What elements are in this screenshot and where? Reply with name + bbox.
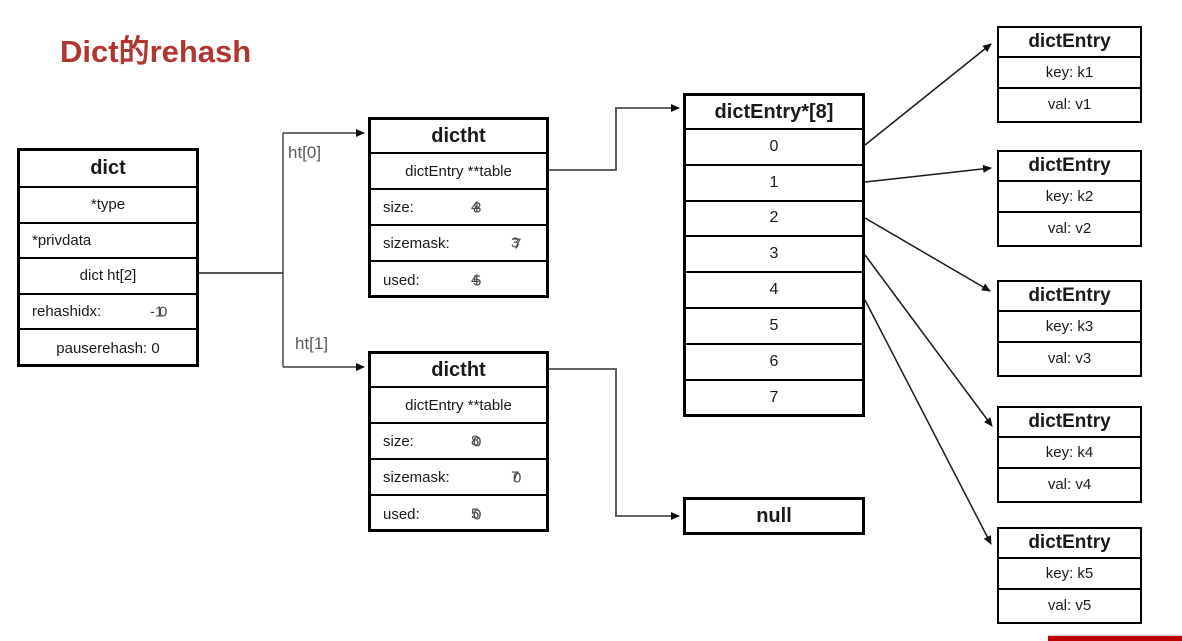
dict-row-pauserehash: pauserehash: 0 [56, 339, 160, 357]
dictht0-row-size: size: 4 8 [371, 190, 546, 226]
slot2-to-entry3-arrow [864, 217, 991, 292]
bucket-slot-1: 1 [686, 166, 862, 202]
bucket-array-header: dictEntry*[8] [686, 96, 862, 130]
size-old-value: 4 [471, 198, 480, 216]
bucket-slot-7: 7 [769, 389, 779, 407]
size-value-overlap: 4 8 [471, 198, 482, 217]
slot4-to-entry5-arrow [864, 299, 992, 545]
sizemask-old-value: 3 [511, 234, 520, 252]
dictht1-row-used: used: 5 0 [371, 496, 546, 532]
bucket-slot-5: 5 [686, 309, 862, 345]
dictentry-key: key: k4 [999, 438, 1140, 469]
used-label: used: [383, 505, 420, 523]
sizemask-new-value: 7 [513, 235, 522, 253]
bucket-slot-0: 0 [686, 130, 862, 166]
dictht0-row-sizemask: sizemask: 3 7 [371, 226, 546, 262]
dictht1-box: dictht dictEntry **table size: 8 0 sizem… [368, 351, 549, 532]
null-box: null [683, 497, 865, 535]
size-new-value: 8 [473, 199, 482, 217]
dictentry-box-4: dictEntry key: k4 val: v4 [997, 406, 1142, 503]
dictentry-key: key: k3 [999, 312, 1140, 343]
dict-row-type: *type [20, 188, 196, 224]
table0-to-array-arrow [549, 104, 680, 171]
dictht1-row-table: dictEntry **table [371, 388, 546, 424]
dictentry-val: val: v4 [1047, 476, 1092, 493]
used-old-value: 4 [471, 271, 480, 289]
slot3-to-entry4-arrow [864, 254, 993, 427]
size-old-value: 8 [471, 432, 480, 450]
rehashidx-value-overlap: -1 0 [150, 303, 167, 321]
used-new-value: 5 [473, 272, 482, 290]
bucket-array-box: dictEntry*[8] 0 1 2 3 4 5 6 7 [683, 93, 865, 417]
dict-row-ht: dict ht[2] [20, 259, 196, 295]
dict-box: dict *type *privdata dict ht[2] rehashid… [17, 148, 199, 367]
bucket-slot-3: 3 [686, 237, 862, 274]
dictentry-box-1: dictEntry key: k1 val: v1 [997, 26, 1142, 123]
sizemask-value-overlap: 3 7 [511, 234, 522, 253]
size-label: size: [383, 432, 414, 450]
dictentry-key: key: k5 [999, 559, 1140, 590]
dictht0-row-table: dictEntry **table [371, 154, 546, 190]
sizemask-label: sizemask: [383, 234, 450, 252]
slot0-to-entry1-arrow [864, 43, 992, 146]
null-label: null [756, 504, 792, 527]
dictentry-box-2: dictEntry key: k2 val: v2 [997, 150, 1142, 247]
dictentry-box-5: dictEntry key: k5 val: v5 [997, 527, 1142, 624]
dictentry-key: key: k1 [999, 58, 1140, 89]
table1-to-null-arrow [549, 368, 680, 520]
rehashidx-old-value: -1 [150, 303, 164, 321]
dictentry-val: val: v5 [1047, 597, 1092, 614]
dictentry-header: dictEntry [999, 282, 1140, 312]
dictht1-row-size: size: 8 0 [371, 424, 546, 460]
bucket-slot-4: 4 [686, 273, 862, 309]
dictentry-header: dictEntry [999, 408, 1140, 438]
used-value-overlap: 4 5 [471, 271, 482, 290]
sizemask-old-value: 7 [511, 468, 520, 486]
dictentry-val: val: v1 [1047, 96, 1092, 113]
bucket-slot-6: 6 [686, 345, 862, 381]
dictentry-header: dictEntry [999, 152, 1140, 182]
used-old-value: 5 [471, 505, 480, 523]
dict-header: dict [20, 151, 196, 188]
ht1-pointer-label: ht[1] [295, 334, 329, 353]
size-label: size: [383, 198, 414, 216]
dictentry-key: key: k2 [999, 182, 1140, 213]
used-label: used: [383, 271, 420, 289]
rehashidx-new-value: 0 [159, 303, 168, 321]
slot1-to-entry2-arrow [864, 164, 992, 183]
dictht0-box: dictht dictEntry **table size: 4 8 sizem… [368, 117, 549, 298]
size-new-value: 0 [473, 433, 482, 451]
used-new-value: 0 [473, 506, 482, 524]
dictht0-row-used: used: 4 5 [371, 262, 546, 298]
dict-row-rehashidx: rehashidx: -1 0 [20, 295, 196, 331]
dictentry-val: val: v2 [1047, 220, 1092, 237]
sizemask-label: sizemask: [383, 468, 450, 486]
dictht0-header: dictht [371, 120, 546, 154]
dictht1-row-sizemask: sizemask: 7 0 [371, 460, 546, 496]
sizemask-value-overlap: 7 0 [511, 468, 522, 487]
bucket-slot-2: 2 [686, 202, 862, 238]
slide-title: Dict的rehash [60, 34, 252, 69]
dictentry-header: dictEntry [999, 529, 1140, 559]
size-value-overlap: 8 0 [471, 432, 482, 451]
dictentry-val: val: v3 [1047, 350, 1092, 367]
dictht1-header: dictht [371, 354, 546, 388]
sizemask-new-value: 0 [513, 469, 522, 487]
slide-red-bar [1048, 636, 1182, 641]
rehashidx-label: rehashidx: [32, 303, 102, 321]
used-value-overlap: 5 0 [471, 505, 482, 524]
dictentry-header: dictEntry [999, 28, 1140, 58]
dictentry-box-3: dictEntry key: k3 val: v3 [997, 280, 1142, 377]
ht0-pointer-label: ht[0] [288, 143, 322, 162]
dict-row-privdata: *privdata [20, 224, 196, 260]
